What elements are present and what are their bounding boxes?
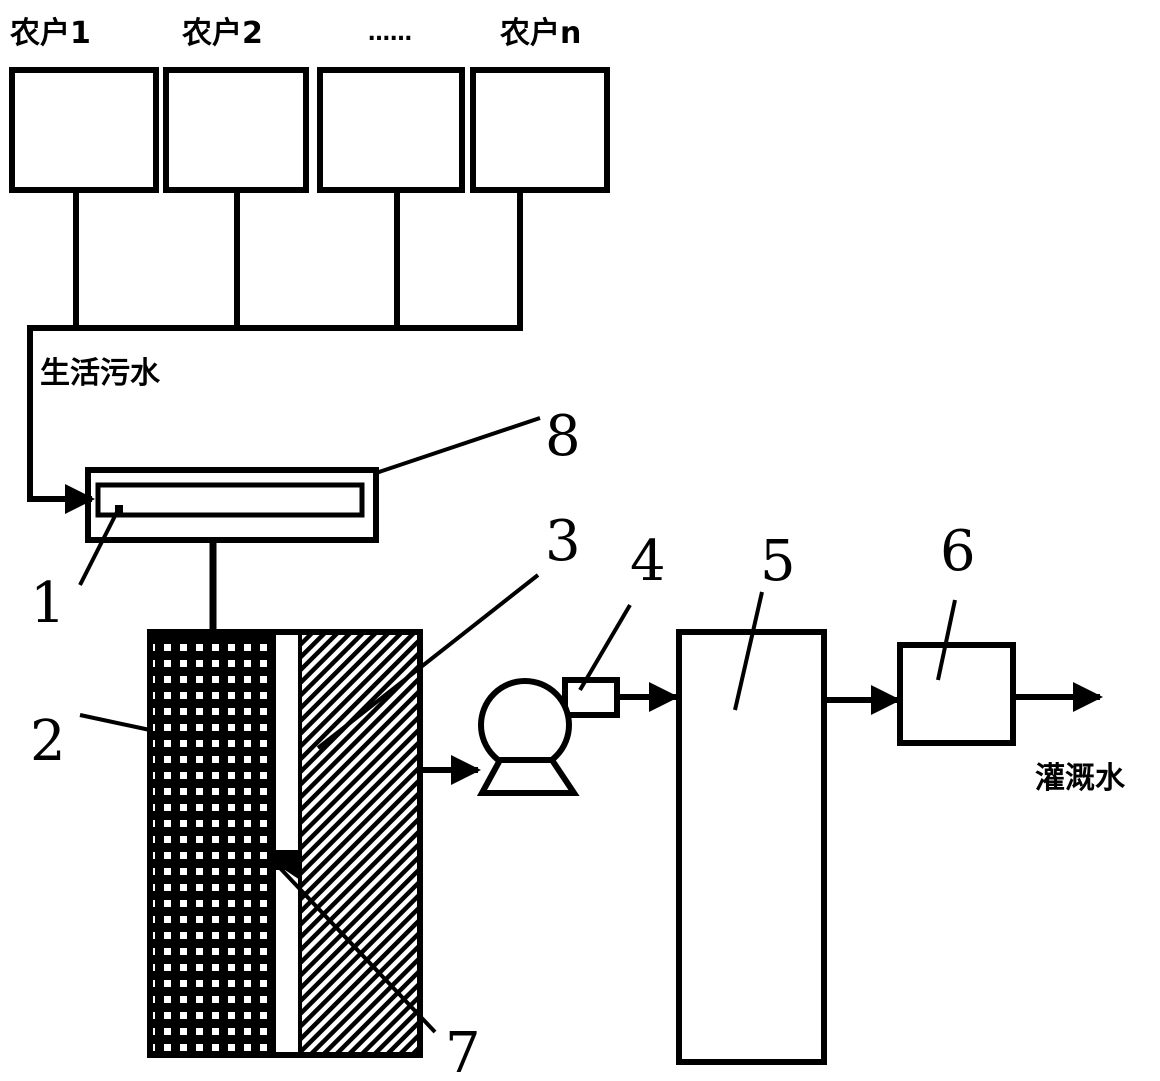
callout-2: 2 (30, 709, 66, 774)
household-n-box (470, 67, 610, 193)
leader-5 (733, 591, 764, 711)
collection-pipes (27, 190, 523, 514)
callout-3: 3 (545, 509, 581, 574)
callout-7: 7 (445, 1021, 481, 1081)
pump-motor (562, 677, 620, 718)
leader-1 (78, 509, 120, 586)
separation-channel (274, 632, 300, 1055)
leader-6 (936, 599, 957, 681)
irrigation-water-label: 灌溉水 (1035, 761, 1126, 796)
callout-4: 4 (630, 529, 666, 594)
leader-2 (79, 713, 151, 732)
household-n-label: 农户n (499, 16, 581, 51)
leader-3 (316, 573, 540, 750)
leader-7 (278, 866, 437, 1034)
disinfection-unit (897, 642, 1016, 746)
treatment-media-zone (300, 632, 420, 1055)
reactor (147, 629, 423, 1058)
perforated-inlet-pipe (95, 482, 365, 518)
callout-8: 8 (545, 404, 581, 469)
household-2-label: 农户2 (181, 16, 263, 51)
pump-base (476, 757, 580, 796)
callout-6: 6 (940, 519, 976, 584)
household-1-label: 农户1 (9, 16, 91, 51)
household-1-box (9, 67, 159, 193)
leader-4 (578, 603, 632, 692)
baffle-block (274, 850, 300, 880)
callout-5: 5 (760, 529, 796, 594)
sewage-label: 生活污水 (40, 356, 161, 391)
household-ellipsis-label: …… (368, 21, 412, 46)
reactor-outline (147, 629, 423, 1058)
callout-leaders (78, 416, 957, 1034)
leader-8 (375, 416, 541, 475)
callout-1: 1 (30, 571, 66, 636)
pump (476, 677, 620, 796)
household-3-box (317, 67, 465, 193)
distribution-tank (85, 467, 379, 543)
household-2-box (163, 67, 309, 193)
inlet-pipe-mark (115, 505, 123, 513)
filter-media-zone (150, 632, 274, 1055)
filter-column (676, 629, 827, 1065)
pump-body (478, 678, 572, 772)
